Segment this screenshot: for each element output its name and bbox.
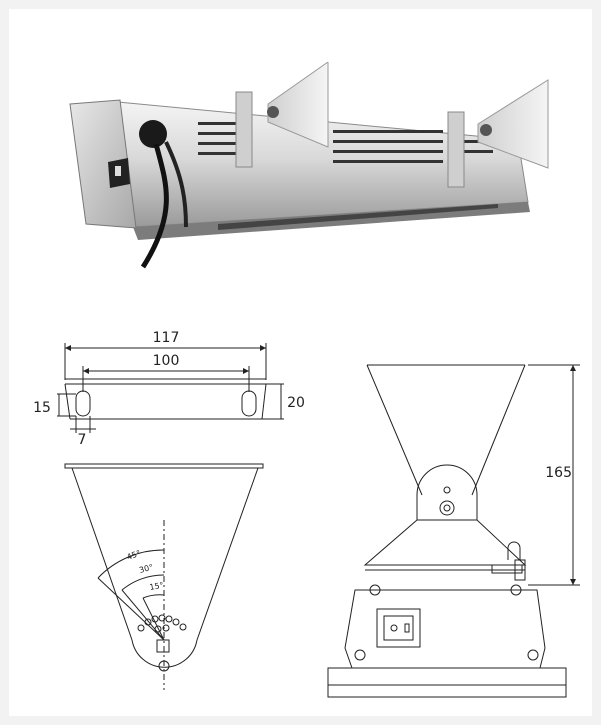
dim-15-label: 15 — [33, 400, 51, 416]
dim-100-label: 100 — [153, 353, 180, 369]
dim-7-label: 7 — [78, 432, 87, 448]
angle-30-label: 30° — [138, 563, 154, 575]
angle-15-label: 15° — [149, 581, 165, 592]
heater-photo — [69, 62, 549, 269]
dim-165-label: 165 — [545, 465, 572, 481]
dim-20-label: 20 — [287, 395, 305, 411]
angle-45-label: 45° — [126, 549, 142, 562]
dim-117-label: 117 — [153, 330, 180, 346]
